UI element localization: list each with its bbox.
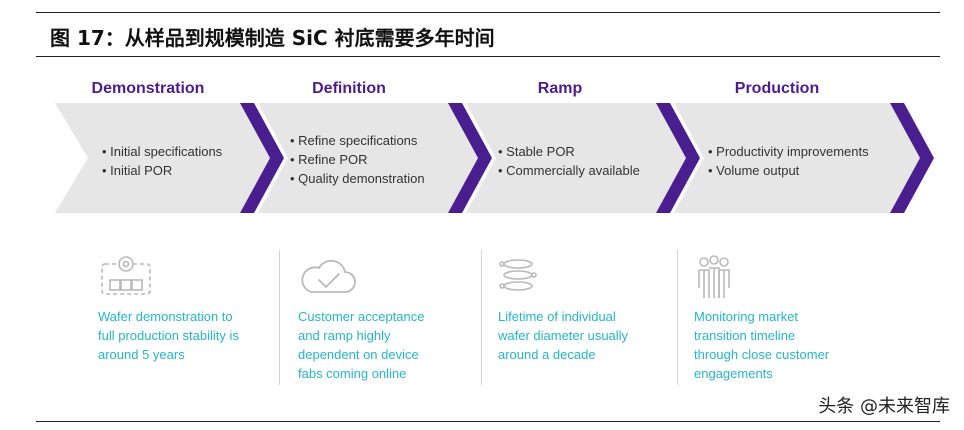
- title-rule-bottom: [36, 56, 940, 57]
- detail-line: full production stability is: [98, 328, 239, 343]
- figure-title: 图 17：从样品到规模制造 SiC 衬底需要多年时间: [50, 26, 495, 50]
- bullet-item: Commercially available: [498, 161, 640, 180]
- bullet-item: Initial specifications: [102, 142, 222, 161]
- bullet-item: Quality demonstration: [290, 169, 424, 188]
- wafer-process-icon: [101, 256, 151, 295]
- detail-line: and ramp highly: [298, 328, 391, 343]
- detail-text-production: Monitoring market transition timeline th…: [694, 307, 879, 383]
- detail-text-ramp: Lifetime of individual wafer diameter us…: [498, 307, 683, 364]
- detail-text-definition: Customer acceptance and ramp highly depe…: [298, 307, 483, 383]
- detail-line: wafer diameter usually: [498, 328, 629, 343]
- wafer-stack-icon: [499, 259, 537, 291]
- title-rule-top: [36, 12, 940, 13]
- people-group-icon: [698, 255, 730, 298]
- source-watermark: 头条 @未来智库: [818, 396, 950, 417]
- bullet-item: Stable POR: [498, 142, 640, 161]
- stage-bullets-demonstration: Initial specifications Initial POR: [102, 142, 222, 180]
- detail-line: around a decade: [498, 347, 596, 362]
- stage-title-definition: Definition: [312, 80, 386, 97]
- stage-title-ramp: Ramp: [537, 80, 583, 97]
- bullet-item: Refine specifications: [290, 131, 425, 150]
- page-rule-bottom: [36, 421, 940, 422]
- detail-line: fabs coming online: [298, 366, 407, 381]
- detail-line: engagements: [694, 366, 773, 381]
- stage-bullets-production: Productivity improvements Volume output: [708, 142, 869, 180]
- detail-line: Customer acceptance: [298, 309, 425, 324]
- detail-line: dependent on device: [298, 347, 419, 362]
- detail-line: Lifetime of individual: [498, 309, 616, 324]
- stage-bullets-ramp: Stable POR Commercially available: [498, 142, 640, 180]
- detail-line: through close customer: [694, 347, 830, 362]
- column-divider: [279, 250, 280, 385]
- bullet-item: Volume output: [708, 161, 869, 180]
- column-divider: [677, 250, 678, 385]
- bullet-item: Initial POR: [102, 161, 222, 180]
- cloud-check-icon: [301, 259, 356, 293]
- detail-line: Wafer demonstration to: [98, 309, 233, 324]
- bullet-item: Refine POR: [290, 150, 425, 169]
- process-chevrons: [55, 103, 934, 213]
- column-divider: [481, 250, 482, 385]
- stage-title-production: Production: [734, 80, 820, 97]
- detail-line: transition timeline: [694, 328, 796, 343]
- bullet-item: Productivity improvements: [708, 142, 868, 161]
- detail-line: Monitoring market: [694, 309, 799, 324]
- detail-text-demonstration: Wafer demonstration to full production s…: [98, 307, 283, 364]
- stage-bullets-definition: Refine specifications Refine POR Quality…: [290, 131, 425, 188]
- stage-title-demonstration: Demonstration: [91, 80, 205, 97]
- detail-line: around 5 years: [98, 347, 185, 362]
